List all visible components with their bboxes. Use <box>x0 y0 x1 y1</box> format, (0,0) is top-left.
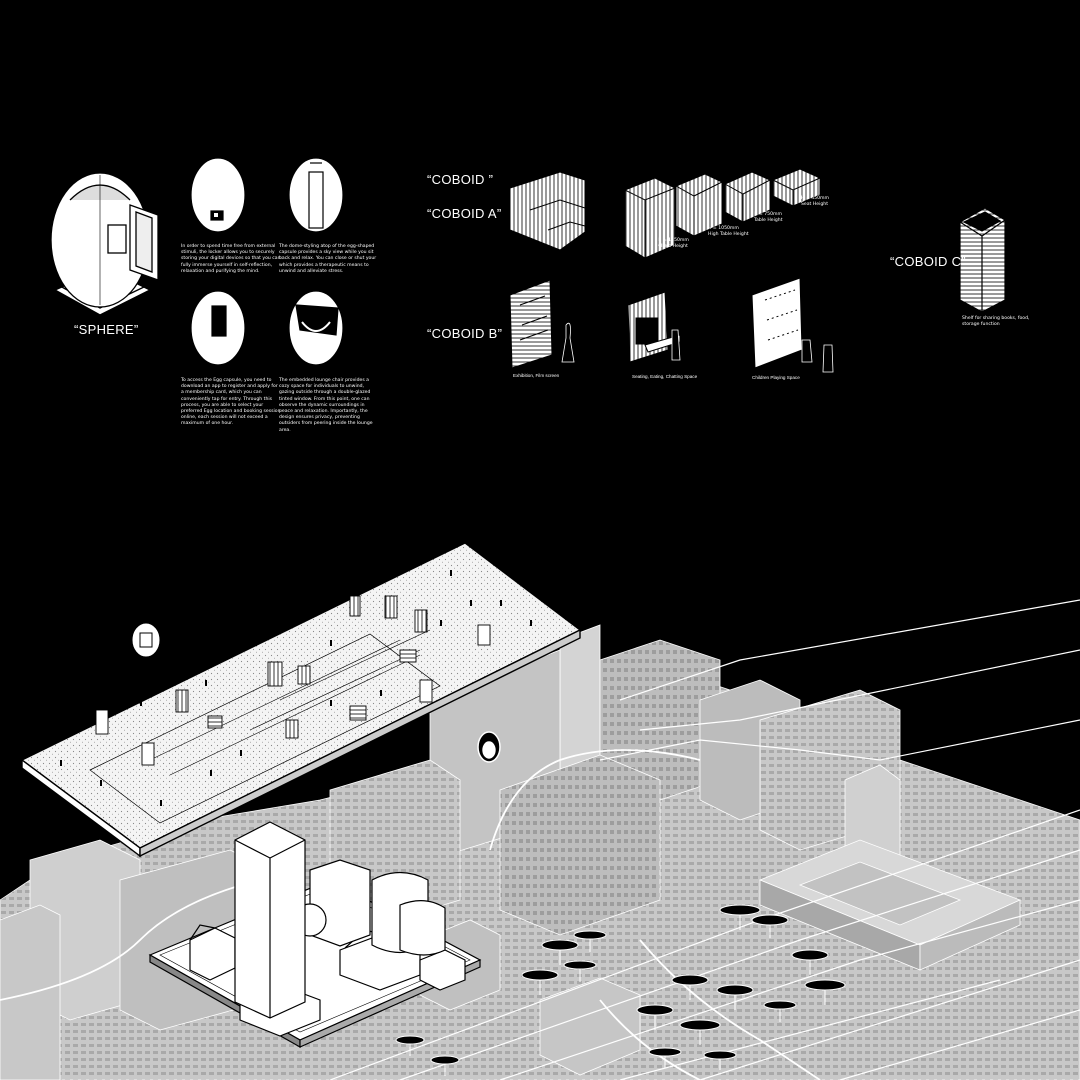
coboid-b-seating <box>627 291 681 363</box>
coboid-c-title: “COBOID C” <box>890 254 966 269</box>
coboid-b-caption-1: Exhibition, Film screen <box>513 373 560 378</box>
sphere-egg-main <box>50 172 159 316</box>
trees <box>395 904 846 1076</box>
coboid-a-height-3: H = 750mm Table Height <box>754 212 783 224</box>
coboid-title: “COBOID ” <box>427 172 494 187</box>
coboid-b-caption-2: Seating, Eating, Chatting Space <box>632 374 698 379</box>
roads <box>329 599 1080 1080</box>
coboid-a-stair <box>509 171 586 251</box>
coboid-b-title: “COBOID B” <box>427 326 503 341</box>
sphere-description-3: To access the Egg capsule, you need to d… <box>181 378 281 427</box>
sphere-description-2: The dome-styling atop of the egg-shaped … <box>279 244 377 274</box>
coboid-c-caption: Shelf for sharing books, food, storage f… <box>962 316 1030 328</box>
sphere-egg-small-1 <box>190 157 246 233</box>
coboid-b-climbing-wall <box>751 277 834 373</box>
sphere-egg-small-2 <box>288 157 344 233</box>
coboid-a-height-4: H = 450mm Seat Height <box>801 196 829 208</box>
sphere-egg-small-4 <box>288 290 344 366</box>
coboid-c-shelf <box>959 207 1006 313</box>
coboid-a-block-4 <box>772 168 821 207</box>
egg-marker-2 <box>477 731 501 763</box>
coboid-a-block-3 <box>724 171 771 223</box>
tower-site <box>148 821 482 1049</box>
coboid-a-title: “COBOID A” <box>427 206 502 221</box>
coboid-a-height-2: H = 1050mm High Table Height <box>708 226 749 238</box>
sphere-egg-small-3 <box>190 290 246 366</box>
sphere-description-1: In order to spend time free from externa… <box>181 244 281 274</box>
coboid-a-block-2 <box>675 173 723 237</box>
pedestrian-paths <box>0 749 821 1080</box>
floating-deck <box>20 542 582 858</box>
sphere-description-4: The embedded lounge chair provides a coz… <box>279 378 373 433</box>
sphere-title: “SPHERE” <box>74 322 139 337</box>
coboid-b-screen <box>509 279 575 369</box>
egg-marker-1 <box>131 622 161 658</box>
coboid-a-block-1 <box>624 177 676 259</box>
coboid-a-height-1: H = 1150mm Climb Height <box>658 238 689 250</box>
coboid-b-caption-3: Children Playing Space <box>752 375 800 380</box>
deck-coboids <box>95 595 491 766</box>
deck-people <box>60 570 532 806</box>
